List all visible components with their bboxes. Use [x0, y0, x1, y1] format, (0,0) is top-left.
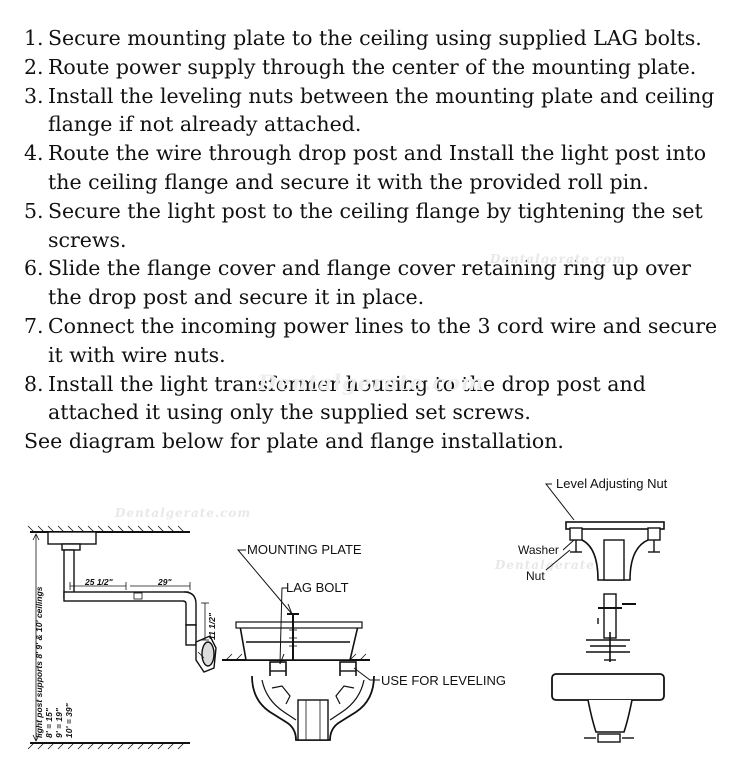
step-text: Secure mounting plate to the ceiling usi…	[48, 26, 702, 50]
label-nut: Nut	[526, 569, 545, 583]
watermark: Dentalgerate.com	[258, 370, 485, 395]
ceiling-support-note: light post supports 8' 9' & 10' ceilings	[34, 586, 44, 738]
flange-exploded-diagram: Level Adjusting Nut Washer Nut	[518, 476, 668, 743]
ceiling-height-8: 8' = 15"	[44, 707, 54, 738]
mounting-plate-diagram: MOUNTING PLATE LAG BOLT USE FOR LEVELING	[222, 542, 506, 741]
step-7: 7.Connect the incoming power lines to th…	[24, 312, 724, 370]
step-text: Secure the light post to the ceiling fla…	[48, 198, 703, 252]
step-text: Install the leveling nuts between the mo…	[48, 83, 715, 137]
step-number: 2.	[24, 54, 44, 79]
light-post-diagram: 25 1/2" 29" 11 1/2" light post supports …	[27, 525, 217, 750]
step-text: Install the light transformer housing to…	[48, 371, 646, 425]
label-mounting-plate: MOUNTING PLATE	[247, 542, 362, 557]
diagram-note: See diagram below for plate and flange i…	[24, 429, 564, 454]
ceiling-height-9: 9' = 19"	[54, 707, 64, 738]
ceiling-height-10: 10' = 39"	[64, 702, 74, 738]
step-number: 5.	[24, 198, 44, 223]
step-text: Connect the incoming power lines to the …	[48, 313, 718, 367]
watermark: Dentalgerate.com	[490, 252, 627, 266]
step-4: 4.Route the wire through drop post and I…	[24, 139, 724, 197]
step-text: Route power supply through the center of…	[48, 54, 697, 79]
step-number: 6.	[24, 256, 44, 281]
step-1: 1.Secure mounting plate to the ceiling u…	[24, 24, 724, 53]
label-washer: Washer	[518, 543, 559, 557]
step-number: 3.	[24, 83, 44, 108]
step-5: 5.Secure the light post to the ceiling f…	[24, 197, 724, 255]
dimension-label: 29"	[157, 577, 172, 587]
step-6: 6.Slide the flange cover and flange cove…	[24, 254, 724, 312]
watermark: Dentalgerate.com	[115, 506, 252, 520]
step-2: 2.Route power supply through the center …	[24, 53, 724, 82]
step-number: 7.	[24, 313, 44, 338]
dimension-label: 25 1/2"	[84, 577, 114, 587]
step-text: Slide the flange cover and flange cover …	[48, 256, 691, 310]
step-text: Route the wire through drop post and Ins…	[48, 141, 707, 194]
dimension-label: 11 1/2"	[207, 612, 217, 640]
step-number: 4.	[24, 141, 44, 166]
label-lag-bolt: LAG BOLT	[286, 580, 349, 595]
step-number: 1.	[24, 26, 44, 50]
step-3: 3.Install the leveling nuts between the …	[24, 82, 724, 140]
label-use-for-leveling: USE FOR LEVELING	[381, 673, 506, 688]
step-8: 8.Install the light transformer housing …	[24, 370, 724, 428]
label-level-adjusting-nut: Level Adjusting Nut	[556, 476, 668, 491]
step-number: 8.	[24, 371, 44, 396]
instruction-list: 1.Secure mounting plate to the ceiling u…	[24, 24, 724, 456]
